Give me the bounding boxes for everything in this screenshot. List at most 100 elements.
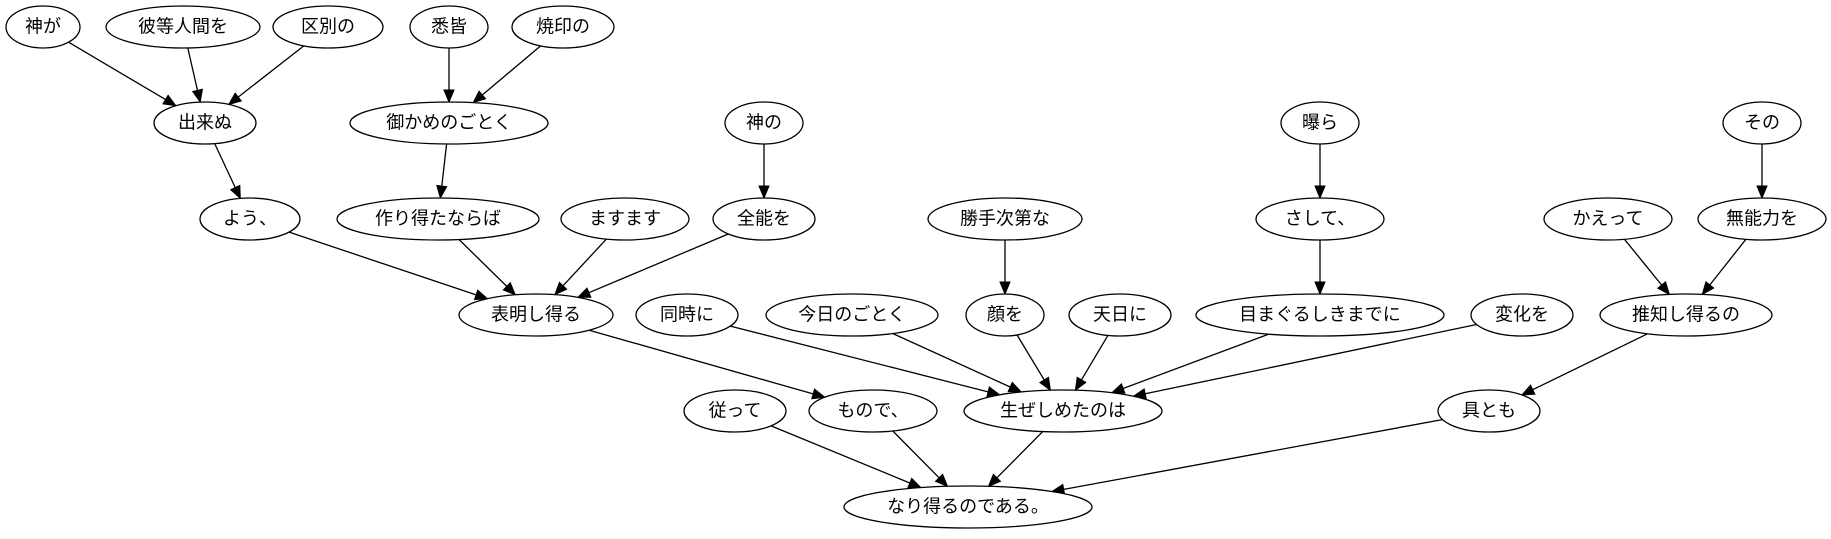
edge-n28-n30: [892, 430, 949, 488]
arrowhead: [1110, 383, 1126, 394]
edge-line: [288, 231, 477, 296]
edge-n6-n7: [472, 45, 542, 104]
edge-n24-n26: [1623, 238, 1671, 296]
svg-text:無能力を: 無能力を: [1726, 209, 1798, 230]
svg-text:従って: 従って: [708, 401, 761, 422]
svg-text:焼印の: 焼印の: [536, 17, 590, 38]
node-hyoumei-shi-eru: 表明し得る: [458, 293, 614, 337]
arrowhead: [554, 281, 568, 296]
edge-n14-n22: [892, 332, 1023, 393]
edge-line: [588, 233, 729, 294]
edge-n9-n12: [554, 238, 607, 296]
edge-n10-n11: [758, 144, 770, 200]
edge-line: [1063, 418, 1443, 491]
edge-line: [770, 425, 911, 484]
node-shitagatte: 従って: [683, 389, 787, 433]
node-kubetsu-no: 区別の: [272, 5, 384, 49]
edge-n13-n22: [730, 325, 1001, 398]
arrowhead: [229, 184, 241, 200]
edge-line: [1145, 323, 1477, 395]
edge-n1-n3: [187, 47, 204, 104]
edge-n15-n16: [999, 240, 1011, 296]
edge-n22-n30: [987, 431, 1044, 488]
node-shouzeshimeta-no-wa: 生ぜしめたのは: [963, 389, 1163, 433]
node-karera-ningen-wo: 彼等人間を: [105, 5, 261, 49]
node-kao-wo: 顔を: [965, 293, 1045, 337]
arrowhead: [436, 184, 448, 200]
edges-layer: [68, 41, 1768, 495]
svg-text:神が: 神が: [25, 17, 61, 38]
edge-line: [1016, 334, 1045, 381]
arrowhead: [1007, 381, 1023, 393]
edge-n0-n3: [68, 41, 178, 107]
edge-line: [562, 238, 607, 287]
edge-line: [1532, 333, 1648, 391]
svg-text:出来ぬ: 出来ぬ: [178, 113, 232, 134]
arrowhead: [1314, 185, 1326, 200]
edge-n5-n7: [443, 48, 455, 104]
svg-text:同時に: 同時に: [660, 305, 714, 326]
svg-text:変化を: 変化を: [1495, 305, 1549, 326]
edge-n18-n19: [1314, 144, 1326, 200]
node-munouryoku-wo: 無能力を: [1697, 197, 1827, 241]
node-masumasu: ますます: [560, 197, 690, 241]
edge-line: [187, 47, 199, 91]
node-sara: 曝ら: [1280, 101, 1360, 145]
edge-n29-n30: [1050, 418, 1443, 495]
arrowhead: [1520, 384, 1536, 396]
arrowhead: [227, 92, 243, 106]
svg-text:目まぐるしきまでに: 目まぐるしきまでに: [1239, 305, 1401, 326]
svg-text:もので、: もので、: [837, 401, 908, 422]
svg-text:かえって: かえって: [1572, 209, 1643, 230]
arrowhead: [934, 473, 949, 488]
edge-line: [996, 431, 1044, 479]
edge-line: [1709, 238, 1747, 286]
svg-text:よう、: よう、: [223, 209, 277, 230]
edge-n23-n25: [1756, 144, 1768, 200]
edge-line: [458, 239, 508, 287]
edge-line: [589, 329, 814, 395]
arrowhead: [758, 185, 770, 200]
arrowhead: [999, 281, 1011, 296]
svg-text:さして、: さして、: [1285, 209, 1356, 230]
svg-text:作り得たならば: 作り得たならば: [375, 209, 501, 230]
nodes-layer: 神が 彼等人間を 区別の 出来ぬ よう、 悉皆 焼印の 御かめのごとく 作り得た…: [5, 5, 1827, 529]
arrowhead: [191, 88, 204, 104]
edge-n19-n20: [1314, 240, 1326, 296]
arrowhead: [1756, 185, 1768, 200]
node-okame-no-gotoku: 御かめのごとく: [349, 101, 549, 145]
node-kyou-no-gotoku: 今日のごとく: [765, 293, 939, 337]
edge-line: [892, 332, 1011, 388]
svg-text:曝ら: 曝ら: [1302, 113, 1338, 134]
edge-line: [441, 143, 448, 187]
arrowhead: [907, 477, 923, 489]
edge-n25-n26: [1701, 238, 1747, 296]
node-yakiin-no: 焼印の: [511, 5, 615, 49]
edge-n17-n22: [1074, 335, 1109, 392]
arrowhead: [811, 388, 826, 400]
arrowhead: [987, 473, 1002, 488]
arrowhead: [472, 90, 487, 104]
node-memagurushiki-made-ni: 目まぐるしきまでに: [1195, 293, 1445, 337]
node-suichi-shi-eru-no: 推知し得るの: [1599, 293, 1773, 337]
node-kami-ga: 神が: [5, 5, 81, 49]
edge-n3-n4: [214, 143, 241, 200]
edge-line: [237, 45, 305, 98]
arrowhead: [1314, 281, 1326, 296]
node-dekinu: 出来ぬ: [153, 101, 257, 145]
node-douji-ni: 同時に: [635, 293, 739, 337]
arrowhead: [1038, 376, 1052, 392]
edge-n26-n29: [1520, 333, 1648, 396]
edge-line: [730, 325, 989, 393]
svg-text:生ぜしめたのは: 生ぜしめたのは: [1000, 401, 1126, 422]
edge-n12-n28: [589, 329, 826, 400]
arrowhead: [162, 94, 178, 107]
edge-line: [214, 143, 236, 188]
arrowhead: [1701, 281, 1715, 296]
arrowhead: [502, 281, 517, 296]
node-henka-wo: 変化を: [1470, 293, 1574, 337]
svg-text:推知し得るの: 推知し得るの: [1632, 305, 1740, 326]
node-sashite: さして、: [1255, 197, 1385, 241]
edge-n7-n8: [436, 143, 448, 200]
edge-n2-n3: [227, 45, 305, 106]
